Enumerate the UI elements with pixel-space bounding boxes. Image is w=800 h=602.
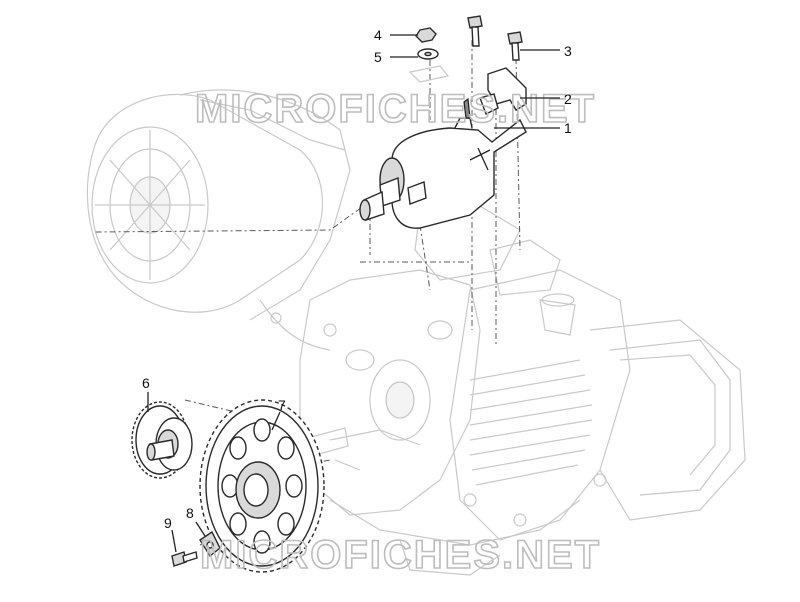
callout-4: 4 bbox=[374, 27, 382, 43]
callout-5: 5 bbox=[374, 49, 382, 65]
callout-8: 8 bbox=[186, 505, 194, 521]
callout-6: 6 bbox=[142, 375, 150, 391]
callout-7: 7 bbox=[278, 397, 286, 413]
callout-9: 9 bbox=[164, 515, 172, 531]
engine-background bbox=[86, 89, 746, 576]
callout-2: 2 bbox=[564, 91, 572, 107]
bolts bbox=[467, 15, 523, 61]
callout-3: 3 bbox=[564, 43, 572, 59]
callout-leaders bbox=[147, 34, 560, 553]
watermark-bottom: MICROFICHES.NET bbox=[200, 533, 601, 577]
watermark-top: MICROFICHES.NET bbox=[195, 87, 596, 131]
starter-gear bbox=[199, 399, 325, 573]
bracket bbox=[479, 67, 527, 115]
idler-gear bbox=[131, 401, 193, 479]
callout-1: 1 bbox=[564, 120, 572, 136]
nut-and-washer bbox=[408, 27, 450, 83]
starter-motor bbox=[359, 97, 527, 229]
clip-and-screw bbox=[171, 530, 221, 567]
